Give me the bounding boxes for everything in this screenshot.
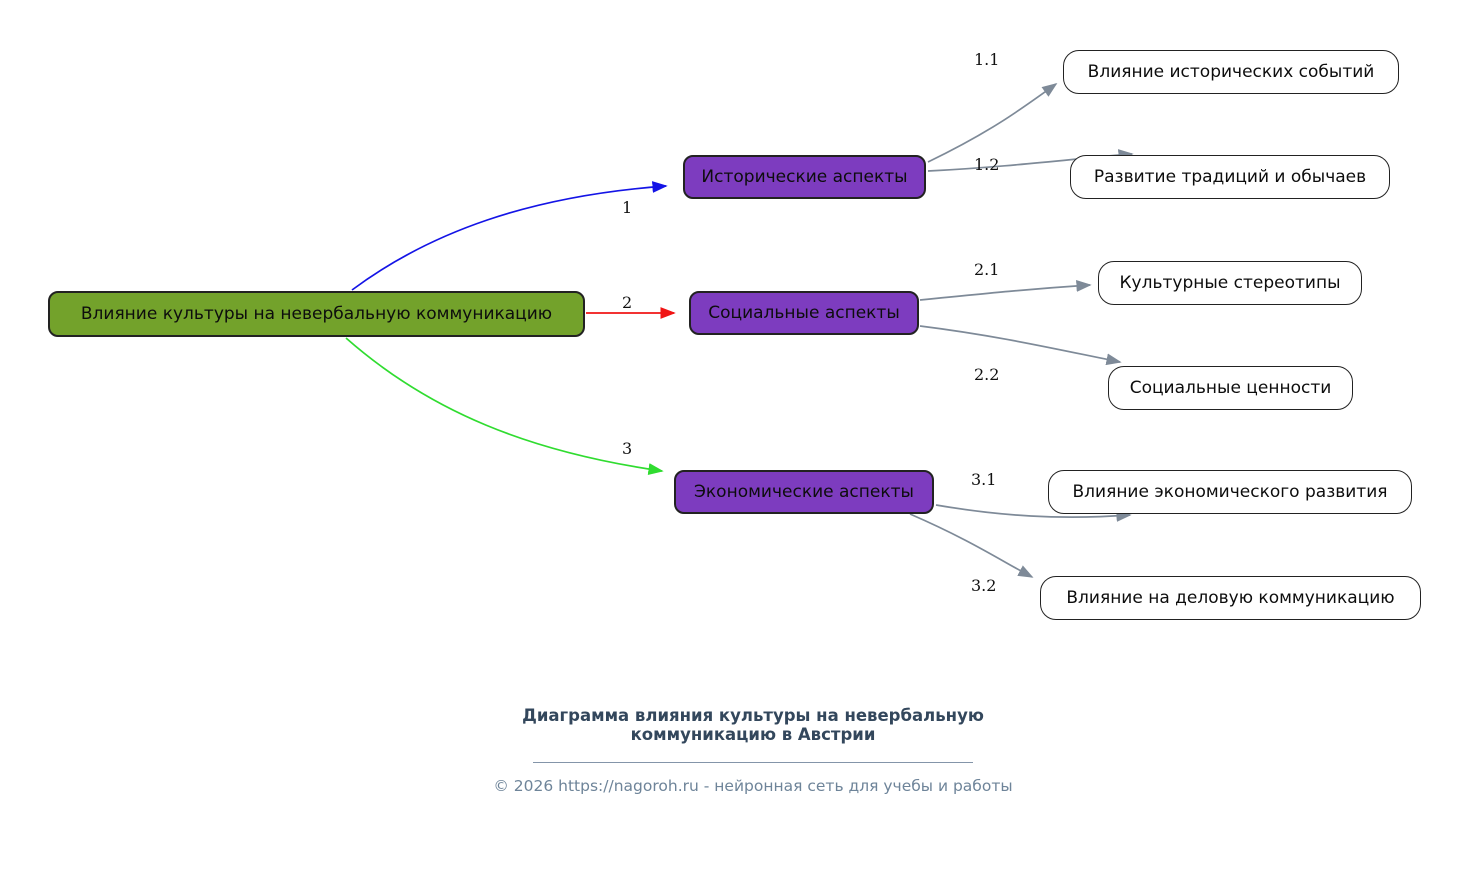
edge-label-3-2: 3.2 [971, 576, 997, 595]
edge-economic-to-3-1 [935, 504, 1132, 522]
edge-label-3-1: 3.1 [971, 470, 997, 489]
leaf-node-cultural-stereotypes: Культурные стереотипы [1098, 261, 1362, 305]
caption-separator [533, 761, 973, 763]
root-node-culture-influence: Влияние культуры на невербальную коммуни… [48, 291, 585, 337]
edge-label-3: 3 [622, 439, 633, 458]
caption-title: Диаграмма влияния культуры на невербальн… [522, 706, 984, 745]
edge-label-2-2: 2.2 [974, 365, 1000, 384]
leaf-node-business-communication: Влияние на деловую коммуникацию [1040, 576, 1421, 620]
branch-node-economic: Экономические аспекты [674, 470, 934, 514]
leaf-node-historical-events: Влияние исторических событий [1063, 50, 1399, 94]
leaf-node-economic-development: Влияние экономического развития [1048, 470, 1412, 514]
leaf-node-traditions-customs: Развитие традиций и обычаев [1070, 155, 1390, 199]
branch-node-social: Социальные аспекты [689, 291, 919, 335]
edge-root-to-historical [351, 181, 668, 291]
edge-economic-to-3-2 [909, 513, 1034, 578]
edge-label-1-2: 1.2 [974, 155, 1000, 174]
edge-label-2: 2 [622, 293, 633, 312]
leaf-node-social-values: Социальные ценности [1108, 366, 1353, 410]
edge-social-to-2-2 [919, 325, 1122, 366]
caption-block: Диаграмма влияния культуры на невербальн… [493, 706, 1013, 795]
edge-label-1-1: 1.1 [974, 50, 1000, 69]
edge-label-2-1: 2.1 [974, 260, 1000, 279]
caption-footer: © 2026 https://nagoroh.ru - нейронная се… [493, 776, 1013, 795]
edge-root-to-economic [345, 337, 664, 475]
branch-node-historical: Исторические аспекты [683, 155, 926, 199]
edge-historical-to-1-1 [927, 83, 1058, 163]
edge-label-1: 1 [622, 198, 633, 217]
edge-social-to-2-1 [919, 279, 1092, 301]
